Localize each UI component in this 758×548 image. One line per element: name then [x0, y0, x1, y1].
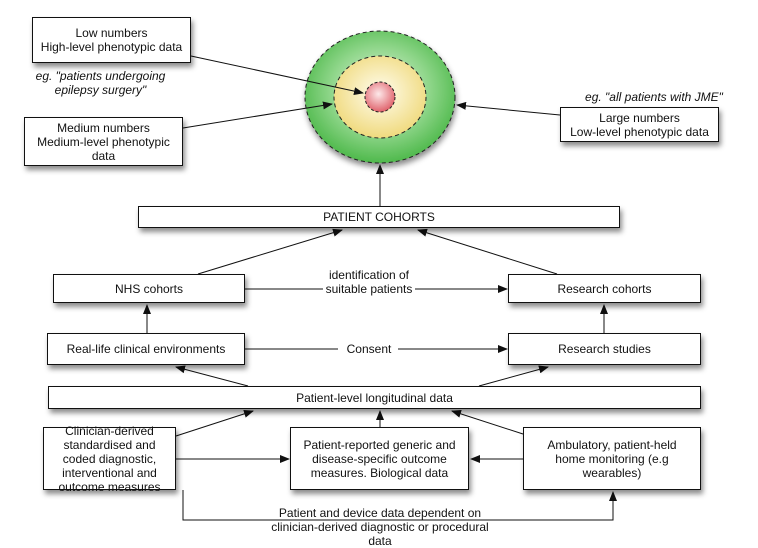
arrow-low-to-inner — [190, 55, 364, 96]
medium-numbers-line2: Medium-level phenotypic data — [37, 134, 170, 163]
box-patient-cohorts[interactable]: PATIENT COHORTS — [138, 206, 620, 228]
arrow-medium-to-middle — [182, 101, 333, 129]
inner-circle-low-numbers — [364, 81, 396, 113]
box-ambulatory-monitoring[interactable]: Ambulatory, patient-held home monitoring… — [523, 427, 701, 490]
large-numbers-line1: Large numbers — [599, 110, 680, 125]
consent-label: Consent — [340, 342, 398, 356]
arrow-dependency-loop — [182, 490, 617, 521]
arrow-clinician-to-longitudinal — [175, 409, 254, 437]
dependency-label: Patient and device data dependent on cli… — [271, 506, 489, 548]
arrow-nhs-to-cohorts — [197, 228, 343, 275]
example-low-numbers: eg. "patients undergoing epilepsy surger… — [35, 69, 166, 97]
low-numbers-line2: High-level phenotypic data — [40, 40, 183, 54]
arrow-ambulatory-to-longitudinal — [451, 409, 524, 435]
arrow-longitudinal-to-studies — [478, 365, 549, 387]
box-clinician-derived[interactable]: Clinician-derived standardised and coded… — [43, 424, 176, 494]
box-patient-reported[interactable]: Patient-reported generic and disease-spe… — [290, 427, 469, 490]
identification-label: identification of suitable patients — [324, 268, 414, 296]
box-low-numbers[interactable]: Low numbers High-level phenotypic data — [32, 17, 191, 63]
box-research-cohorts[interactable]: Research cohorts — [508, 274, 701, 303]
box-large-numbers[interactable]: Large numbers Low-level phenotypic data — [560, 107, 719, 142]
box-research-studies[interactable]: Research studies — [508, 333, 701, 365]
box-nhs-cohorts[interactable]: NHS cohorts — [53, 274, 245, 303]
box-real-life-clinical[interactable]: Real-life clinical environments — [47, 333, 245, 365]
example-large-numbers: eg. "all patients with JME" — [585, 90, 723, 104]
large-numbers-line2: Low-level phenotypic data — [570, 124, 709, 139]
low-numbers-line1: Low numbers — [75, 26, 148, 40]
arrow-large-to-outer — [456, 101, 561, 116]
box-longitudinal-data[interactable]: Patient-level longitudinal data — [48, 386, 701, 409]
box-medium-numbers[interactable]: Medium numbers Medium-level phenotypic d… — [24, 117, 183, 166]
arrow-longitudinal-to-reallife — [175, 365, 249, 387]
medium-numbers-line1: Medium numbers — [57, 120, 150, 135]
arrow-research-to-cohorts — [417, 228, 558, 275]
